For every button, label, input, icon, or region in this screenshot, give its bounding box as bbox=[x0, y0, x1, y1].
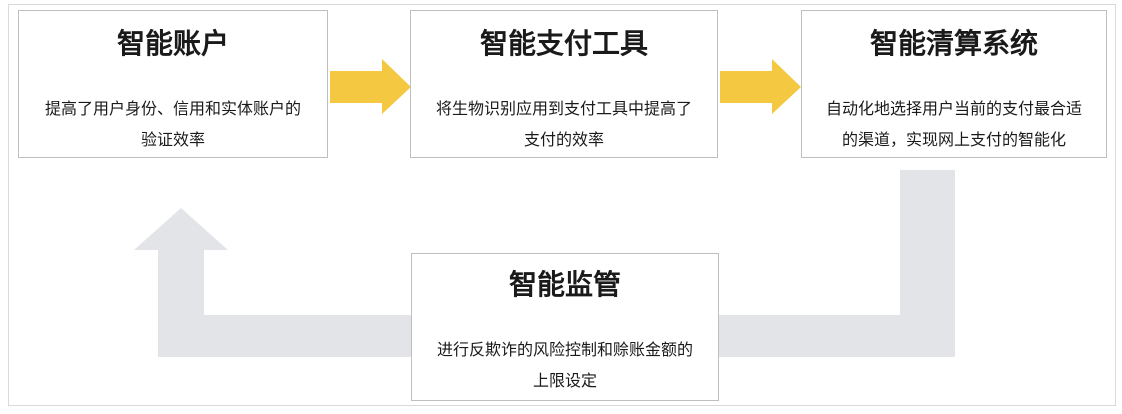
smart-payment-tool-desc-line-1: 将生物识别应用到支付工具中提高了 bbox=[435, 99, 692, 118]
diagram-frame bbox=[8, 4, 1116, 406]
smart-clearing-system-title: 智能清算系统 bbox=[869, 27, 1038, 60]
smart-supervision-desc-line-1: 进行反欺诈的风险控制和赊账金额的 bbox=[436, 340, 693, 359]
smart-payment-tool-title: 智能支付工具 bbox=[479, 27, 648, 60]
smart-clearing-system-description: 自动化地选择用户当前的支付最合适 的渠道，实现网上支付的智能化 bbox=[812, 93, 1096, 155]
forward-arrow-1 bbox=[330, 59, 411, 114]
smart-payment-tool-box: 智能支付工具 将生物识别应用到支付工具中提高了 支付的效率 bbox=[410, 10, 718, 158]
smart-clearing-system-box: 智能清算系统 自动化地选择用户当前的支付最合适 的渠道，实现网上支付的智能化 bbox=[801, 10, 1107, 158]
smart-account-desc-line-1: 提高了用户身份、信用和实体账户的 bbox=[44, 99, 301, 118]
smart-supervision-description: 进行反欺诈的风险控制和赊账金额的 上限设定 bbox=[422, 334, 708, 396]
smart-account-desc-line-2: 验证效率 bbox=[140, 130, 205, 149]
smart-supervision-desc-line-2: 上限设定 bbox=[532, 371, 597, 390]
forward-arrow-2 bbox=[720, 59, 801, 114]
loop-arrow-head bbox=[134, 208, 228, 250]
smart-clearing-system-desc-line-1: 自动化地选择用户当前的支付最合适 bbox=[825, 99, 1082, 118]
smart-account-title: 智能账户 bbox=[116, 27, 229, 60]
smart-payment-tool-desc-line-2: 支付的效率 bbox=[523, 130, 604, 149]
smart-supervision-box: 智能监管 进行反欺诈的风险控制和赊账金额的 上限设定 bbox=[411, 253, 719, 401]
smart-payment-tool-description: 将生物识别应用到支付工具中提高了 支付的效率 bbox=[421, 93, 707, 155]
smart-clearing-system-desc-line-2: 的渠道，实现网上支付的智能化 bbox=[841, 130, 1066, 149]
smart-supervision-title: 智能监管 bbox=[508, 268, 621, 301]
smart-account-box: 智能账户 提高了用户身份、信用和实体账户的 验证效率 bbox=[18, 10, 328, 158]
smart-account-description: 提高了用户身份、信用和实体账户的 验证效率 bbox=[29, 93, 317, 155]
